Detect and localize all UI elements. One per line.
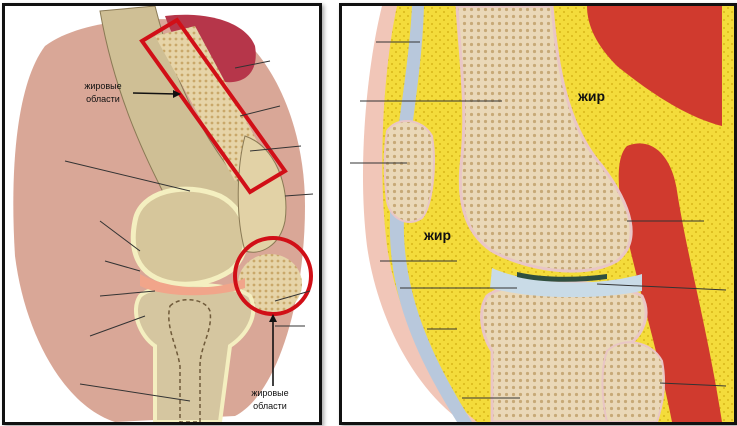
leader-lines xyxy=(64,60,314,402)
muscle-top xyxy=(587,6,722,126)
right-knee-svg: жир жир xyxy=(342,6,734,422)
fibula-outline xyxy=(168,299,212,422)
highlight-rectangle xyxy=(139,17,288,195)
right-knee-illustration: жир жир xyxy=(339,3,737,425)
label-bottom-line1: жировые xyxy=(251,388,288,398)
tendon-front xyxy=(389,6,472,422)
label-bottom-line2: области xyxy=(253,401,287,411)
meniscus xyxy=(140,274,245,296)
arrow-bottom-head xyxy=(269,314,277,322)
fibula xyxy=(601,341,666,422)
leader-lines xyxy=(350,41,727,399)
patella xyxy=(237,135,287,253)
label-top-line2: области xyxy=(86,94,120,104)
tibia xyxy=(134,282,256,422)
infrapatellar-fat-pad xyxy=(238,254,302,314)
meniscus xyxy=(517,272,607,282)
label-fat-top: жир xyxy=(577,88,605,104)
label-top-line1: жировые xyxy=(84,81,121,91)
label-fat-left: жир xyxy=(423,227,451,243)
femur xyxy=(455,6,633,273)
patella xyxy=(383,120,435,223)
femur-condyle xyxy=(130,186,249,287)
arrow-top xyxy=(132,92,178,95)
left-knee-svg: жировые области жировые области xyxy=(13,6,314,422)
left-knee-illustration: жировые области жировые области xyxy=(2,3,322,425)
upper-fat-pad xyxy=(155,26,265,181)
joint-space xyxy=(490,268,642,298)
arrow-top-head xyxy=(173,90,181,98)
muscle-back xyxy=(618,143,722,422)
